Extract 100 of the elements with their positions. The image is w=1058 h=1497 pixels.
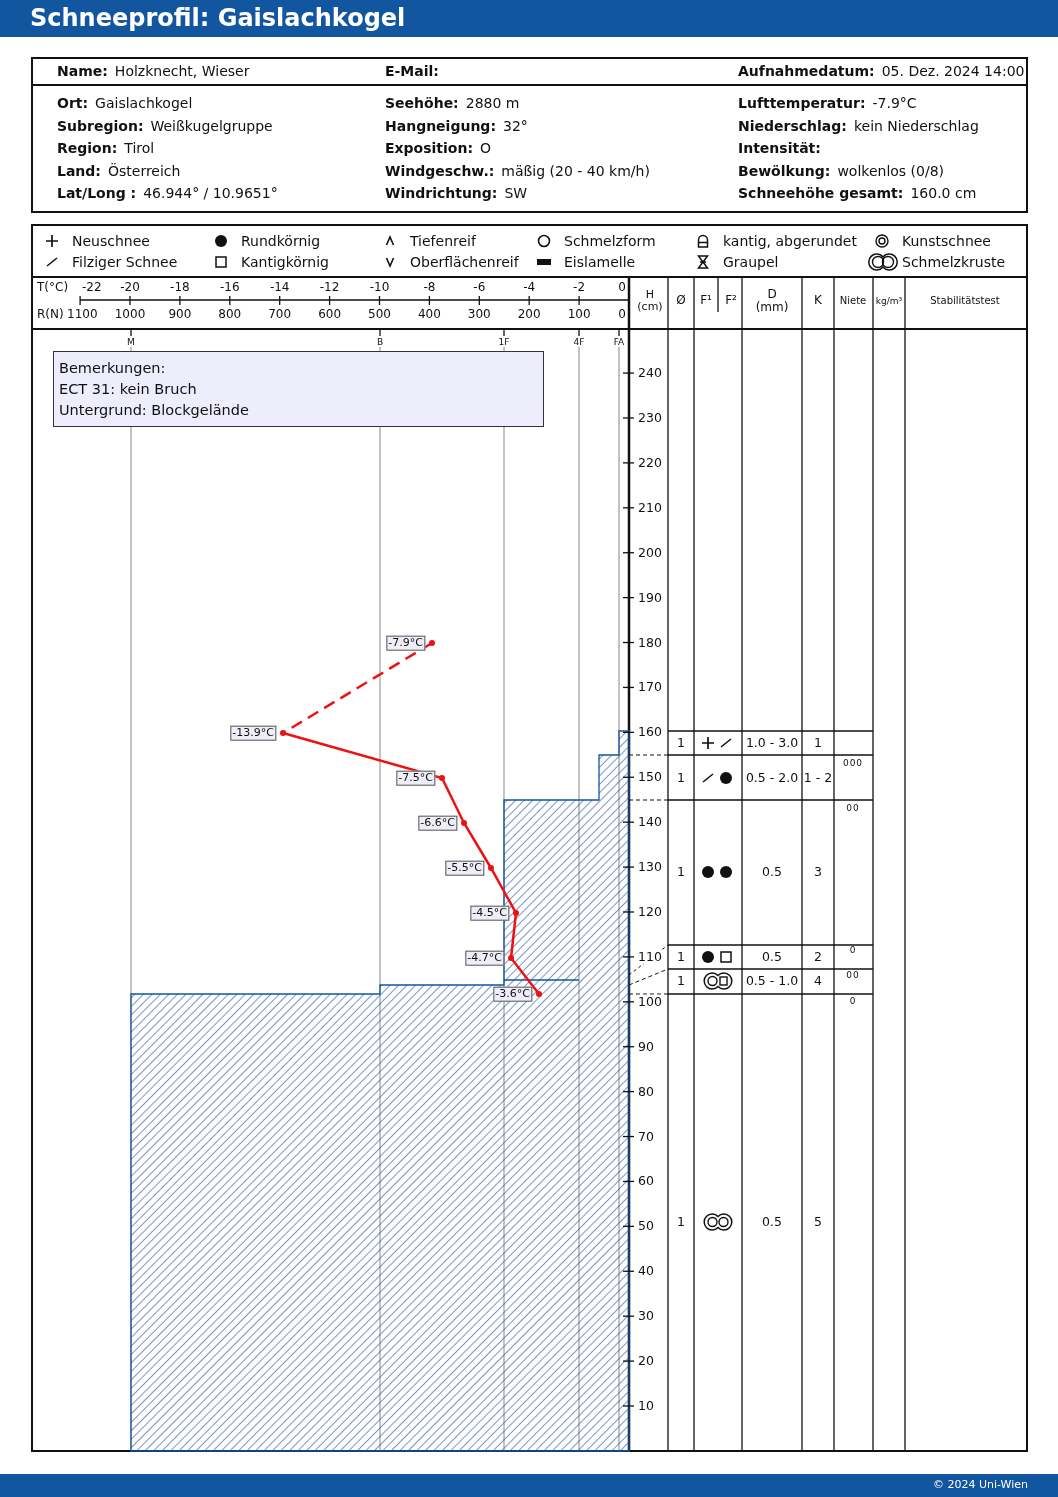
axis-tick-label: -12 (319, 281, 340, 295)
table-cell: 1 (677, 770, 685, 786)
axis-tick-label: -10 (369, 281, 390, 295)
field-label: Windgeschw.: (385, 161, 495, 180)
axis-tick-label: -16 (220, 281, 240, 295)
legend-text: Tiefenreif (410, 232, 476, 250)
field-value: 05. Dez. 2024 14:00 (881, 62, 1025, 80)
field-value: 46.944° / 10.9651° (143, 184, 278, 202)
axis-tick-label: -22 (82, 281, 102, 295)
table-cell: 5 (814, 1214, 822, 1230)
field-value: mäßig (20 - 40 km/h) (501, 161, 650, 180)
field-label: Lufttemperatur: (738, 94, 866, 112)
axis-tick-label: -18 (170, 281, 190, 295)
legend-text: Filziger Schnee (72, 253, 178, 271)
axis-tick-label: 600 (318, 308, 342, 322)
axis-tick-label: 500 (368, 308, 391, 322)
column-header: K (814, 294, 822, 308)
height-tick-label: 200 (638, 545, 662, 560)
temperature-label: -4.7°C (465, 950, 504, 966)
field-value: -7.9°C (872, 94, 917, 112)
axis-tick-label: -14 (269, 281, 290, 295)
hardness-label: FA (612, 336, 626, 348)
field-label: E-Mail: (385, 62, 439, 80)
title: Schneeprofil: Gaislachkogel (30, 5, 406, 33)
legend-text: Neuschnee (72, 232, 150, 250)
legend-text: Eislamelle (564, 253, 636, 271)
height-tick-label: 190 (638, 590, 662, 605)
axis-tick-label: -4 (523, 281, 536, 295)
legend-text: Kunstschnee (902, 232, 991, 250)
axis-title: R(N) (37, 308, 64, 322)
field-label: Name: (57, 62, 108, 80)
column-header: Niete (839, 295, 867, 307)
field-value: O (480, 139, 492, 157)
field-label: Schneehöhe gesamt: (738, 184, 904, 202)
table-cell: 4 (814, 973, 822, 989)
field-label: Ort: (57, 94, 89, 112)
temperature-label: -7.9°C (386, 635, 425, 651)
field-label: Exposition: (385, 139, 474, 157)
axis-tick-label: 1000 (114, 308, 146, 322)
field-label: Intensität: (738, 139, 821, 157)
temperature-label: -6.6°C (418, 815, 457, 831)
rivet-mark: 0 (849, 944, 857, 956)
axis-tick-label: -2 (573, 281, 586, 295)
height-tick-label: 180 (638, 635, 662, 650)
rivet-mark: 0 (849, 995, 857, 1007)
column-header: kg/m³ (875, 295, 903, 307)
axis-tick-label: 900 (168, 308, 192, 322)
axis-tick-label: 0 (618, 281, 626, 295)
rivet-mark: 00 (846, 802, 860, 814)
table-cell: 1 - 2 (803, 770, 833, 786)
axis-tick-label: 0 (618, 308, 626, 322)
rivet-mark: 000 (842, 757, 864, 769)
column-header: Ø (676, 294, 686, 308)
field-label: Hangneigung: (385, 116, 496, 135)
axis-tick-label: -6 (473, 281, 486, 295)
column-header: Stabilitätstest (930, 295, 1000, 307)
field-value: kein Niederschlag (853, 116, 979, 135)
height-tick-label: 210 (638, 500, 662, 515)
field-label: Subregion: (57, 116, 144, 135)
table-cell: 1 (677, 1214, 685, 1230)
axis-tick-label: 100 (567, 308, 591, 322)
height-tick-label: 90 (638, 1039, 654, 1054)
table-cell: 0.5 (762, 1214, 782, 1230)
field-value: Holzknecht, Wieser (114, 62, 250, 80)
remarks-text: ECT 31: kein Bruch (59, 380, 197, 398)
temperature-label: -7.5°C (396, 770, 435, 786)
table-cell: 1 (677, 735, 685, 751)
temperature-label: -5.5°C (445, 860, 484, 876)
table-cell: 0.5 (762, 949, 782, 965)
axis-tick-label: 200 (517, 308, 541, 322)
field-value: SW (504, 184, 528, 202)
field-label: Windrichtung: (385, 184, 498, 202)
field-value: wolkenlos (0/8) (837, 161, 945, 180)
remarks-box (53, 351, 544, 427)
field-label: Land: (57, 161, 101, 180)
column-header: D (mm) (754, 288, 790, 314)
legend-text: Graupel (723, 253, 779, 271)
field-value: Weißkugelgruppe (150, 116, 273, 135)
height-tick-label: 100 (638, 994, 662, 1009)
temperature-label: -13.9°C (230, 725, 276, 741)
hardness-label: 4F (572, 336, 586, 348)
table-cell: 2 (814, 949, 822, 965)
axis-tick-label: -8 (423, 281, 436, 295)
remarks-text: Untergrund: Blockgelände (59, 401, 249, 419)
hardness-label: M (126, 336, 136, 348)
field-label: Region: (57, 139, 118, 157)
field-value: Gaislachkogel (95, 94, 193, 112)
axis-tick-label: 800 (218, 308, 242, 322)
table-cell: 0.5 - 1.0 (745, 973, 799, 989)
field-label: Aufnahmedatum: (738, 62, 875, 80)
rivet-mark: 00 (846, 969, 860, 981)
table-cell: 1 (677, 973, 685, 989)
axis-title: T(°C) (37, 281, 69, 295)
table-cell: 1 (677, 949, 685, 965)
axis-tick-label: 1100 (67, 308, 98, 322)
column-header: H (cm) (636, 289, 664, 313)
remarks-heading: Bemerkungen: (59, 359, 166, 377)
field-value: Österreich (107, 161, 181, 180)
legend-text: Schmelzform (564, 232, 656, 250)
height-tick-label: 70 (638, 1129, 654, 1144)
